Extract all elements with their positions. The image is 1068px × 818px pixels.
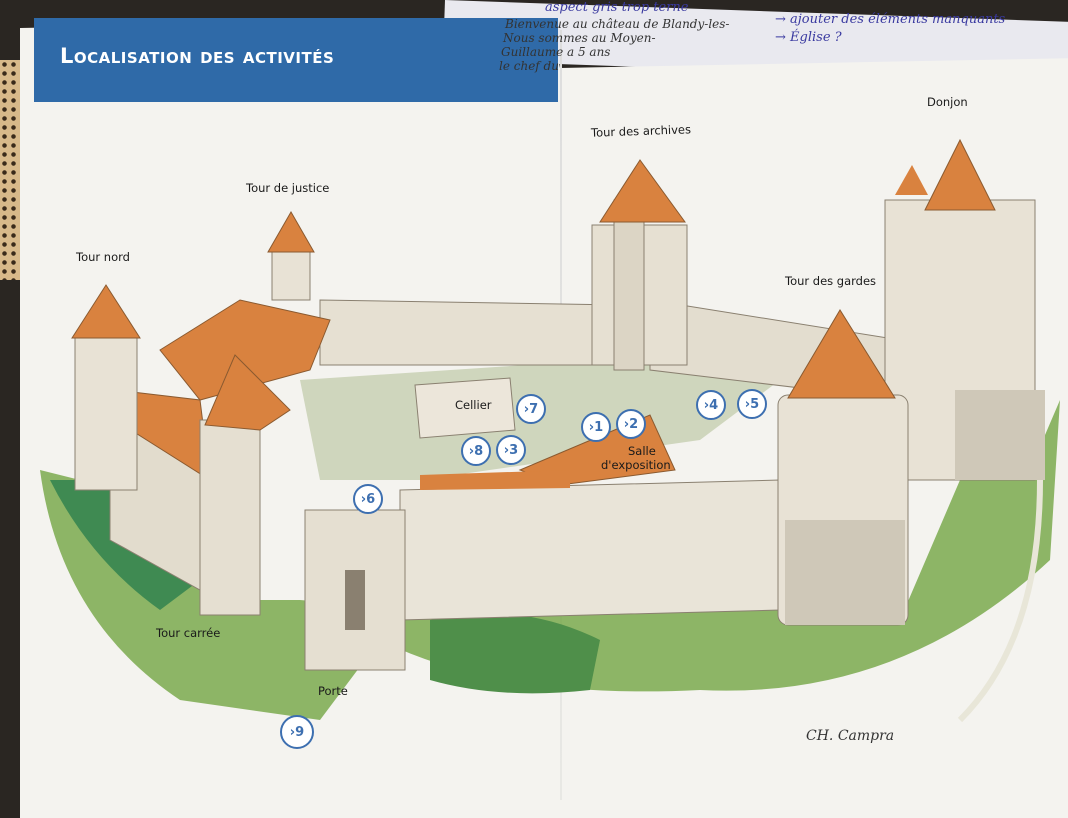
label-porte: Porte [318, 684, 348, 698]
artist-signature: CH. Campra [806, 728, 895, 744]
activity-marker-2[interactable]: ›2 [616, 409, 646, 439]
activity-marker-7[interactable]: ›7 [516, 394, 546, 424]
label-salle-exposition: d'exposition [601, 458, 671, 472]
activity-marker-5[interactable]: ›5 [737, 389, 767, 419]
label-tour-nord: Tour nord [76, 250, 130, 264]
activity-marker-9[interactable]: ›9 [280, 715, 314, 749]
typed-line: le chef du [499, 59, 559, 73]
activity-marker-8[interactable]: ›8 [461, 436, 491, 466]
label-salle-exposition: Salle [628, 444, 656, 458]
label-donjon: Donjon [927, 95, 968, 109]
activity-marker-4[interactable]: ›4 [696, 390, 726, 420]
castle-illustration [40, 138, 1060, 723]
label-tour-carree: Tour carrée [156, 626, 221, 640]
typed-line: Guillaume a 5 ans [501, 45, 611, 59]
header-banner: Localisation des activités [34, 18, 558, 102]
activity-marker-1[interactable]: ›1 [581, 412, 611, 442]
typed-line: Nous sommes au Moyen- [503, 31, 656, 45]
handwritten-note: → Église ? [775, 30, 842, 45]
typed-line: Bienvenue au château de Blandy-les- [505, 17, 730, 31]
handwritten-note: → ajouter des éléments manquants [775, 12, 1006, 27]
page-title: Localisation des activités [60, 44, 335, 68]
activity-marker-3[interactable]: ›3 [496, 435, 526, 465]
label-cellier: Cellier [455, 398, 492, 412]
activity-marker-6[interactable]: ›6 [353, 484, 383, 514]
label-tour-des-gardes: Tour des gardes [785, 274, 877, 288]
label-tour-de-justice: Tour de justice [246, 181, 330, 195]
handwritten-note: aspect gris trop terne [545, 0, 689, 15]
